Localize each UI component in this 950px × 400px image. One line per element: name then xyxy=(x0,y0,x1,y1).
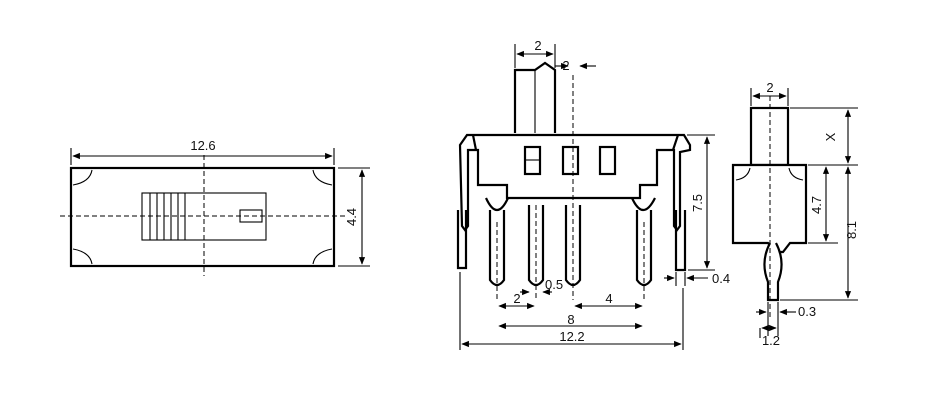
pin-lug xyxy=(485,197,509,212)
side-overall-height-label: 8.1 xyxy=(844,221,859,239)
actuator xyxy=(513,61,557,133)
body-height-label: 7.5 xyxy=(690,194,705,212)
pin-spacing-label: 4 xyxy=(605,291,612,306)
mounting-tab xyxy=(674,210,687,272)
pin-width-label: 0.5 xyxy=(545,277,563,292)
outer-pin-span-label: 8 xyxy=(567,312,574,327)
terminal-pin xyxy=(635,210,653,287)
height-dimension-label: 4.4 xyxy=(344,208,359,226)
top-view-corner-mark xyxy=(312,169,333,186)
side-view-pin xyxy=(763,242,783,302)
side-pin-thickness-label: 0.3 xyxy=(798,304,816,319)
side-pin-width-label: 1.2 xyxy=(762,333,780,348)
body-window xyxy=(598,145,617,176)
top-view-corner-mark xyxy=(312,248,333,265)
actuator-length-label: X xyxy=(823,132,838,141)
mounting-tab xyxy=(456,210,468,270)
pin-pitch-label: 2 xyxy=(513,291,520,306)
body-window xyxy=(561,145,580,176)
actuator-width-label: 2 xyxy=(534,38,541,53)
side-body-height-label: 4.7 xyxy=(809,196,824,214)
side-view: 2 X 4.7 8.1 0.3 1.2 xyxy=(731,80,859,348)
front-view-body xyxy=(458,133,692,232)
top-view-body-outline xyxy=(69,166,336,268)
tab-thickness-label: 0.4 xyxy=(712,271,730,286)
terminal-pin xyxy=(488,210,506,287)
top-view-corner-mark xyxy=(72,169,93,186)
length-dimension-label: 12.6 xyxy=(190,138,215,153)
side-actuator-width-label: 2 xyxy=(766,80,773,95)
overall-width-label: 12.2 xyxy=(559,329,584,344)
pin-lug xyxy=(631,197,656,212)
actuator-offset-label: 2 xyxy=(562,58,569,73)
slider-tip xyxy=(239,209,263,223)
top-view: 12.6 4.4 xyxy=(60,138,370,276)
top-view-corner-mark xyxy=(72,248,93,265)
slider-grip-ribs xyxy=(149,193,186,240)
front-view: 2 2 7.5 0.4 0.5 2 4 8 12.2 xyxy=(456,38,730,350)
